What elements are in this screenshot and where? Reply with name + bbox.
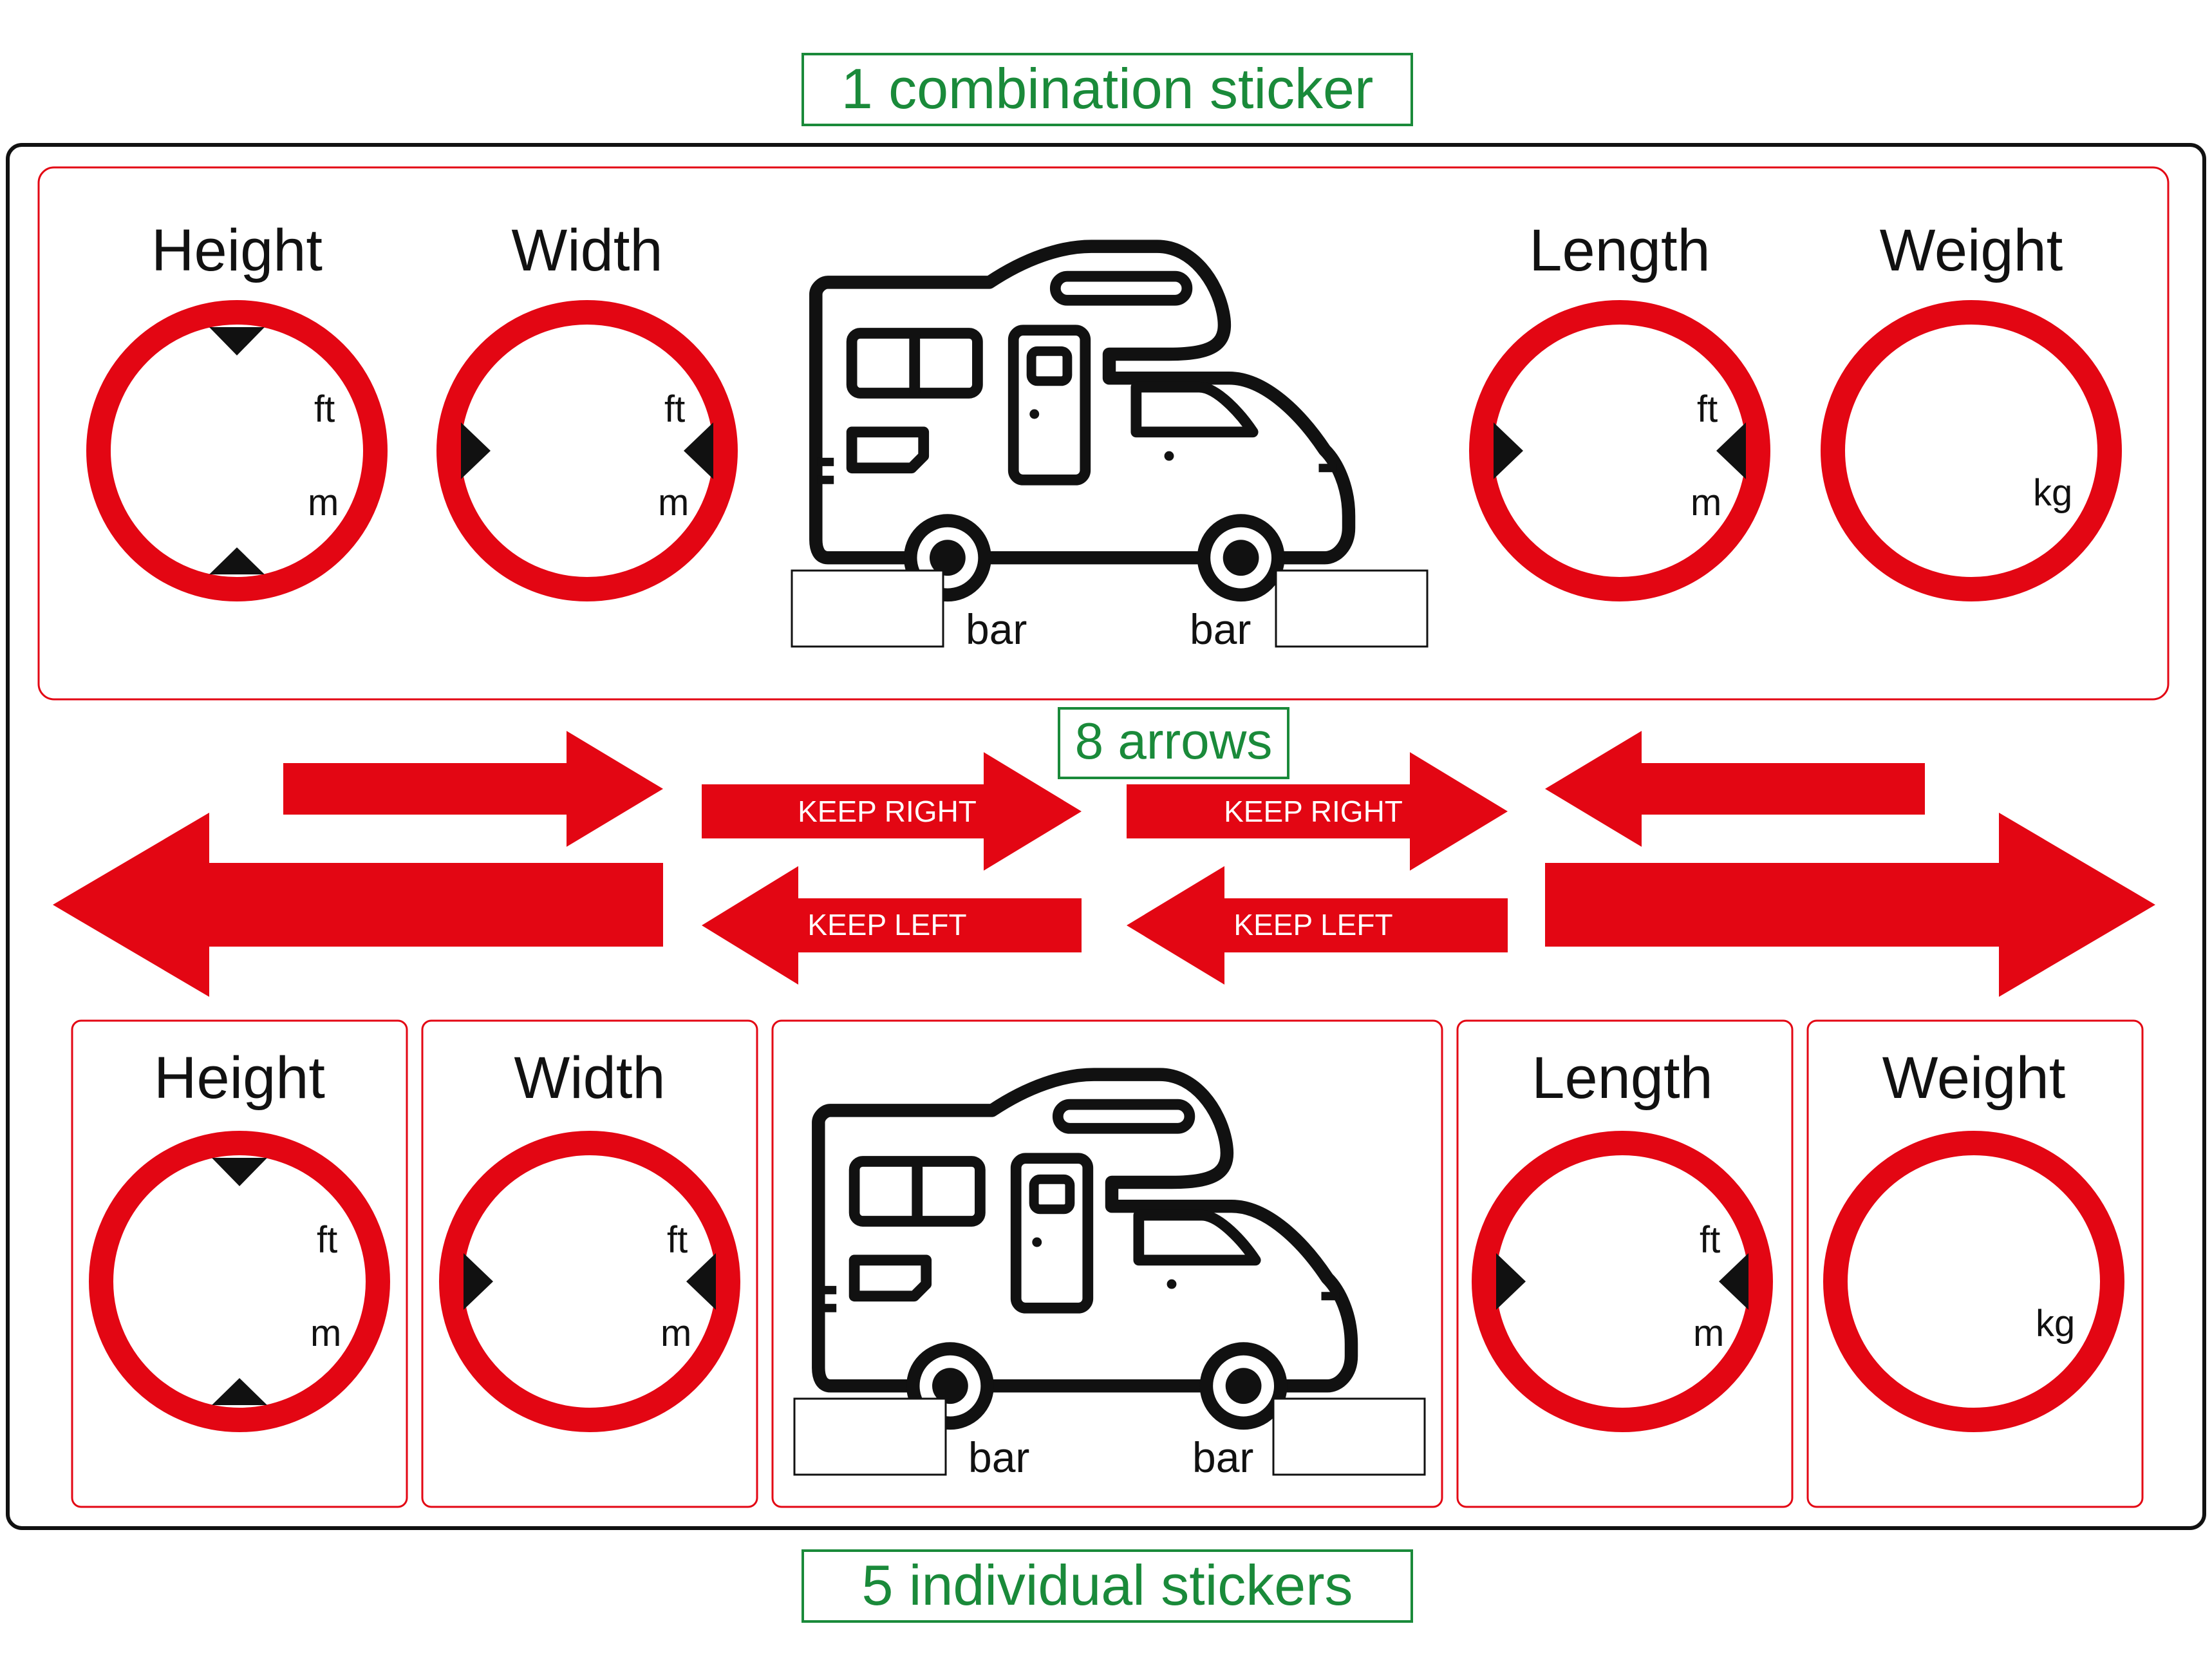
combo-width-unit-ft: ft [664,388,685,430]
keep-left-arrow-1 [702,866,1082,985]
individual-weight-sticker [1806,1019,2144,1508]
combo-weight-title: Weight [1880,218,2063,283]
ind-width-unit-ft: ft [667,1219,688,1261]
ind-length-title: Length [1532,1045,1712,1111]
ind-height-unit-ft: ft [317,1219,337,1261]
arrow-right-icon [283,731,663,847]
ind-front-pressure-box [793,1397,947,1476]
combo-length-unit-ft: ft [1697,388,1718,430]
ind-width-title: Width [514,1045,665,1111]
length-marker-left-icon [1496,1253,1526,1310]
individual-width-sticker [421,1019,758,1508]
length-marker-left-icon [1494,422,1523,479]
individual-height-sticker [71,1019,408,1508]
keep-left-label-1: KEEP LEFT [807,908,966,941]
length-marker-right-icon [1716,422,1746,479]
combo-motorhome-icon [816,247,1349,595]
arrow-right-icon [1545,813,2155,997]
ind-weight-title: Weight [1882,1045,2066,1111]
combo-height-title: Height [151,218,323,283]
ind-length-unit-ft: ft [1700,1219,1720,1261]
ind-rear-pressure-unit: bar [1192,1433,1253,1481]
keep-right-arrow-2 [1127,752,1508,871]
keep-left-arrow-2 [1127,866,1508,985]
ind-weight-sign [1823,1131,2124,1432]
height-marker-top-icon [212,1158,267,1186]
combo-width-unit-m: m [658,482,689,524]
height-marker-bottom-icon [209,547,265,574]
individual-motorhome-sticker [771,1019,1443,1508]
combo-front-pressure-box [791,569,944,648]
combo-height-unit-ft: ft [314,388,335,430]
length-marker-right-icon [1719,1253,1748,1310]
ind-weight-unit: kg [2036,1303,2075,1345]
combo-width-sign [436,300,738,601]
ind-height-title: Height [154,1045,325,1111]
ind-height-unit-m: m [310,1312,341,1354]
height-marker-bottom-icon [212,1378,267,1405]
arrow-left-icon [1545,731,1925,847]
combo-rear-pressure-box [1275,569,1429,648]
keep-left-label-2: KEEP LEFT [1233,908,1392,941]
ind-length-unit-m: m [1693,1312,1724,1354]
ind-width-unit-m: m [661,1312,691,1354]
width-marker-right-icon [686,1253,716,1310]
height-marker-top-icon [209,327,265,355]
individual-heading-box [801,1549,1413,1623]
combo-height-unit-m: m [308,482,339,524]
width-marker-right-icon [684,422,713,479]
combo-length-title: Length [1529,218,1710,283]
combo-width-title: Width [511,218,662,283]
ind-length-sign [1472,1131,1773,1432]
arrows-heading-box [1058,707,1289,779]
keep-right-arrow-1 [702,752,1082,871]
keep-right-label-1: KEEP RIGHT [798,795,977,828]
ind-height-sign [89,1131,390,1432]
arrow-left-icon [53,813,663,997]
combo-weight-unit: kg [2033,472,2072,514]
combo-length-sign [1469,300,1770,601]
width-marker-left-icon [464,1253,493,1310]
individual-heading: 5 individual stickers [862,1553,1353,1617]
combo-front-pressure-unit: bar [966,605,1027,653]
combo-weight-sign [1821,300,2122,601]
sheet-border [6,143,2206,1530]
keep-right-label-2: KEEP RIGHT [1224,795,1403,828]
arrows-heading: 8 arrows [1075,712,1273,770]
combo-rear-pressure-unit: bar [1190,605,1251,653]
combination-heading: 1 combination sticker [841,57,1374,120]
ind-motorhome-icon [818,1075,1351,1423]
combination-sticker [37,166,2170,701]
ind-front-pressure-unit: bar [968,1433,1029,1481]
combination-heading-box [801,53,1413,126]
ind-rear-pressure-box [1272,1397,1426,1476]
combo-height-sign [86,300,388,601]
width-marker-left-icon [461,422,491,479]
ind-width-sign [439,1131,740,1432]
individual-length-sticker [1456,1019,1794,1508]
combo-length-unit-m: m [1691,482,1721,524]
